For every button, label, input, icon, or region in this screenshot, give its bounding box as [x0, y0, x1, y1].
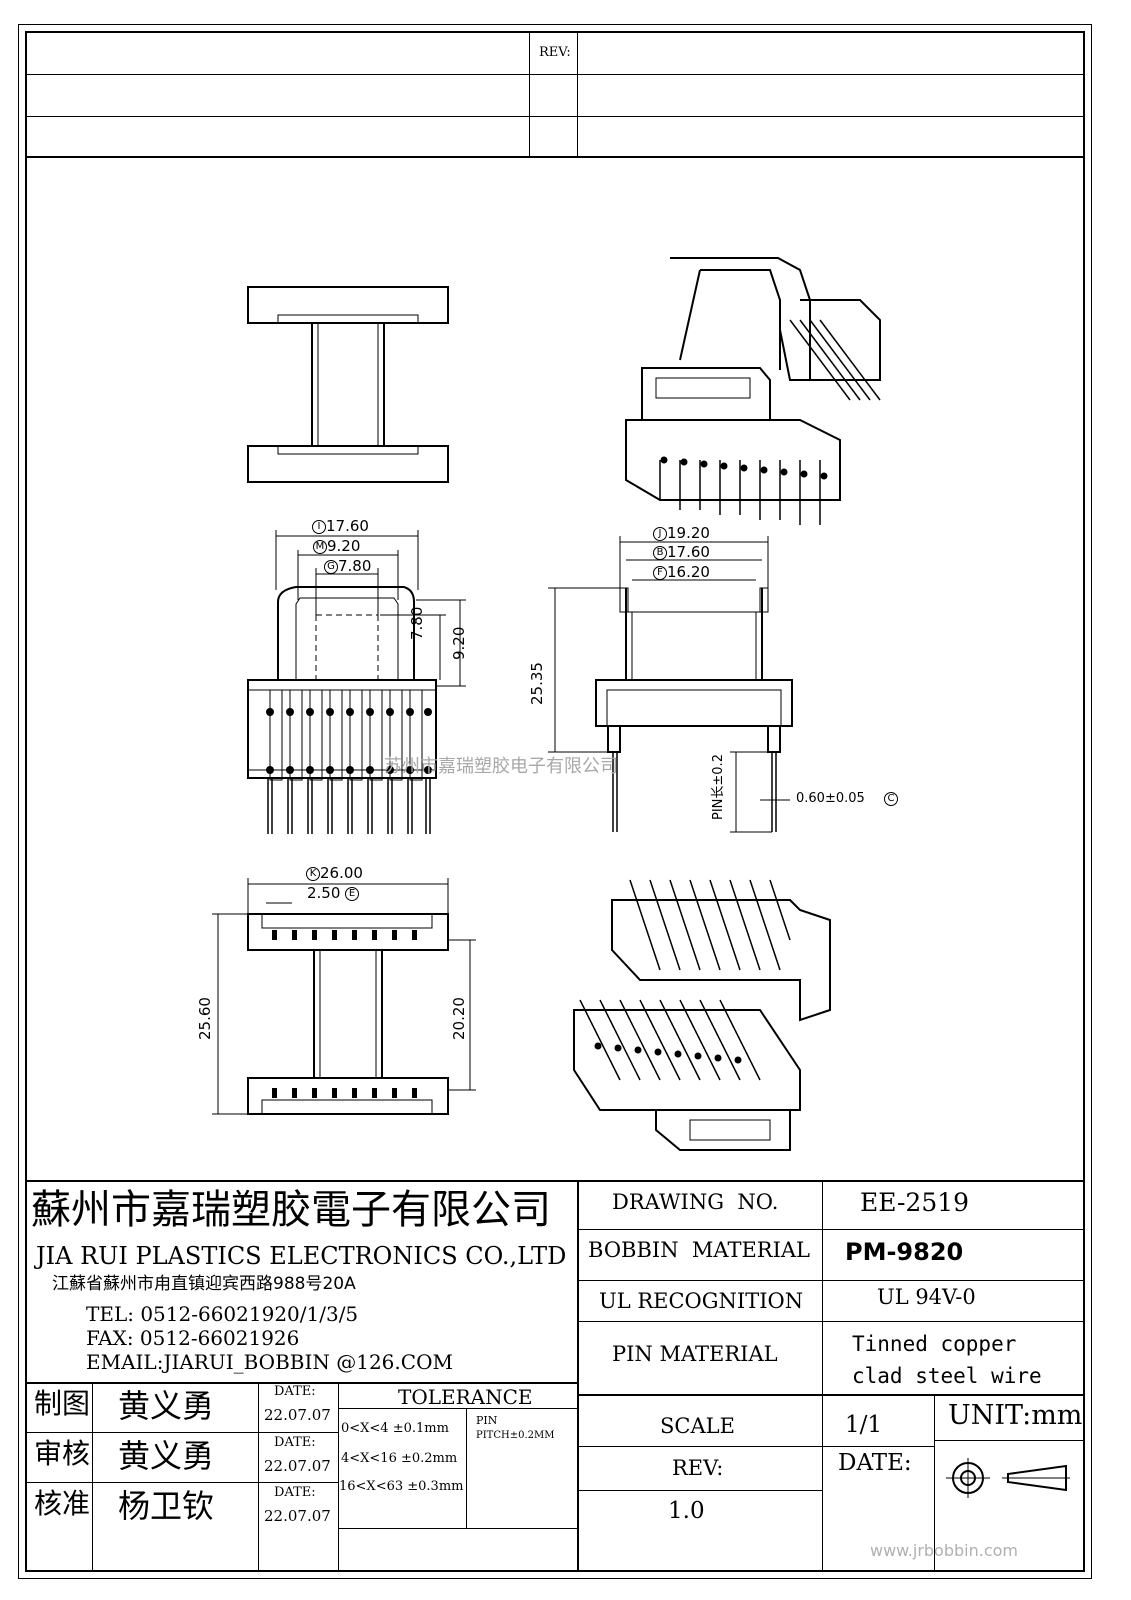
company-fax: FAX: 0512-66021926: [86, 1326, 300, 1350]
dim-badge: C: [884, 792, 898, 806]
isometric-view-top: [625, 257, 881, 525]
approval-name: 黄义勇: [118, 1437, 215, 1475]
dim-19-20-side: 19.20: [667, 524, 710, 542]
bottom-view: [212, 878, 476, 1115]
dim-badge: K: [306, 867, 320, 881]
rev-label: REV:: [672, 1456, 724, 1480]
bobbin-material-label: BOBBIN MATERIAL: [588, 1238, 810, 1262]
isometric-view-bottom: [573, 879, 831, 1151]
dim-badge: E: [345, 887, 359, 901]
dim-20-20-vertical: 20.20: [450, 997, 468, 1040]
approval-date-label: DATE:: [274, 1485, 316, 1500]
approval-role: 制图: [34, 1387, 91, 1420]
dim-badge: G: [324, 560, 338, 574]
rev-header-label: REV:: [539, 45, 571, 60]
company-address: 江蘇省蘇州市甪直镇迎宾西路988号20A: [52, 1274, 356, 1294]
dim-badge: J: [653, 527, 667, 541]
watermark-url: www.jrbobbin.com: [870, 1541, 1018, 1560]
dim-17-60-side: 17.60: [667, 543, 710, 561]
company-name-en: JIA RUI PLASTICS ELECTRONICS CO.,LTD: [36, 1242, 567, 1270]
third-angle-projection-icon: [946, 1458, 1070, 1498]
tolerance-title: TOLERANCE: [398, 1385, 533, 1409]
side-view: [548, 536, 793, 833]
dim-badge: B: [653, 546, 667, 560]
dim-17-60-front: 17.60: [326, 517, 369, 535]
pin-material-value-2: clad steel wire: [852, 1364, 1042, 1388]
unit-label: UNIT:mm: [948, 1400, 1083, 1431]
approval-name: 杨卫钦: [118, 1487, 215, 1525]
dim-7-80-front: 7.80: [338, 557, 372, 575]
dim-badge: I: [312, 520, 326, 534]
tolerance-row: 16<X<63 ±0.3mm: [339, 1479, 464, 1494]
company-name-cn: 蘇州市嘉瑞塑胶電子有限公司: [31, 1187, 551, 1233]
dim-badge: M: [313, 540, 327, 554]
approval-date: 22.07.07: [264, 1457, 331, 1475]
scale-value: 1/1: [845, 1412, 883, 1438]
rev-value: 1.0: [668, 1498, 705, 1524]
dim-2-50-pitch: 2.50: [307, 884, 341, 902]
dim-25-35-vertical: 25.35: [528, 662, 546, 705]
dim-26-00-bottom: 26.00: [320, 864, 363, 882]
ul-recognition-label: UL RECOGNITION: [599, 1289, 804, 1313]
approval-date-label: DATE:: [274, 1435, 316, 1450]
dim-9-20-front: 9.20: [327, 537, 361, 555]
dim-16-20-side: 16.20: [667, 563, 710, 581]
ul-recognition-value: UL 94V-0: [877, 1285, 976, 1309]
tolerance-pin-pitch: PITCH±0.2MM: [476, 1430, 555, 1441]
top-view: [247, 286, 449, 483]
company-email: EMAIL:JIARUI_BOBBIN @126.COM: [86, 1350, 453, 1374]
tolerance-row: 4<X<16 ±0.2mm: [341, 1451, 458, 1466]
outer-border: [18, 24, 1092, 1579]
approval-role: 核准: [34, 1487, 91, 1520]
watermark-company: 苏州市嘉瑞塑胶电子有限公司: [384, 756, 618, 777]
approval-date-label: DATE:: [274, 1384, 316, 1399]
dim-pin-diameter: 0.60±0.05: [796, 791, 865, 806]
company-tel: TEL: 0512-66021920/1/3/5: [86, 1302, 359, 1326]
front-view: [247, 530, 466, 834]
dim-25-60-vertical: 25.60: [196, 997, 214, 1040]
dim-badge: F: [653, 566, 667, 580]
drawing-no-label: DRAWING NO.: [612, 1190, 779, 1214]
drawing-no-value: EE-2519: [860, 1188, 970, 1217]
drawing-frame: [25, 31, 1085, 1572]
pin-material-value-1: Tinned copper: [852, 1332, 1017, 1356]
approval-name: 黄义勇: [118, 1387, 215, 1425]
dim-9-20-vertical: 9.20: [450, 626, 468, 660]
dim-7-80-vertical: 7.80: [408, 606, 426, 640]
tolerance-row: 0<X<4 ±0.1mm: [341, 1421, 449, 1436]
approval-date: 22.07.07: [264, 1507, 331, 1525]
scale-label: SCALE: [660, 1414, 735, 1438]
pin-material-label: PIN MATERIAL: [612, 1342, 778, 1366]
tolerance-pin-label: PIN: [476, 1414, 498, 1427]
dim-pin-length: PIN长±0.2: [711, 754, 726, 820]
bobbin-material-value: PM-9820: [845, 1238, 964, 1266]
date-label: DATE:: [838, 1450, 912, 1476]
approval-date: 22.07.07: [264, 1406, 331, 1424]
approval-role: 审核: [34, 1437, 91, 1470]
